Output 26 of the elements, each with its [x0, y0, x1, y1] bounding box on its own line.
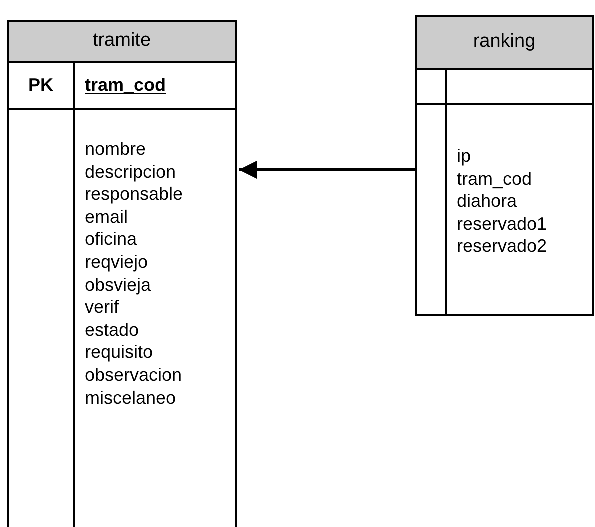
attribute-name: verif [85, 296, 120, 319]
entity-table [415, 15, 594, 316]
entity-table [7, 20, 237, 527]
relationship-arrow [239, 161, 415, 179]
table-title: tramite [92, 29, 152, 54]
attribute-name: estado [85, 318, 140, 342]
attribute-name: nombre [85, 138, 146, 161]
attribute-name: email [85, 206, 128, 228]
attribute-name: reservado1 [457, 212, 548, 236]
attribute-name: oficina [85, 228, 138, 251]
key-label: PK [28, 74, 54, 97]
attribute-name: descripcion [85, 160, 176, 184]
attribute-name: reservado2 [457, 235, 548, 258]
attribute-name: diahora [457, 190, 518, 213]
primary-key-field: tram_cod [85, 74, 166, 97]
key-row [9, 63, 235, 110]
attribute-name: reqviejo [85, 250, 148, 274]
key-row [417, 70, 592, 105]
table-title: ranking [473, 30, 536, 54]
attribute-name: tram_cod [457, 168, 532, 190]
attribute-name: obsvieja [85, 274, 152, 296]
attribute-name: responsable [85, 183, 184, 206]
attribute-name: requisito [85, 341, 154, 364]
attribute-name: observacion [85, 364, 182, 387]
attribute-name: miscelaneo [85, 386, 176, 410]
attribute-name: ip [457, 145, 472, 168]
